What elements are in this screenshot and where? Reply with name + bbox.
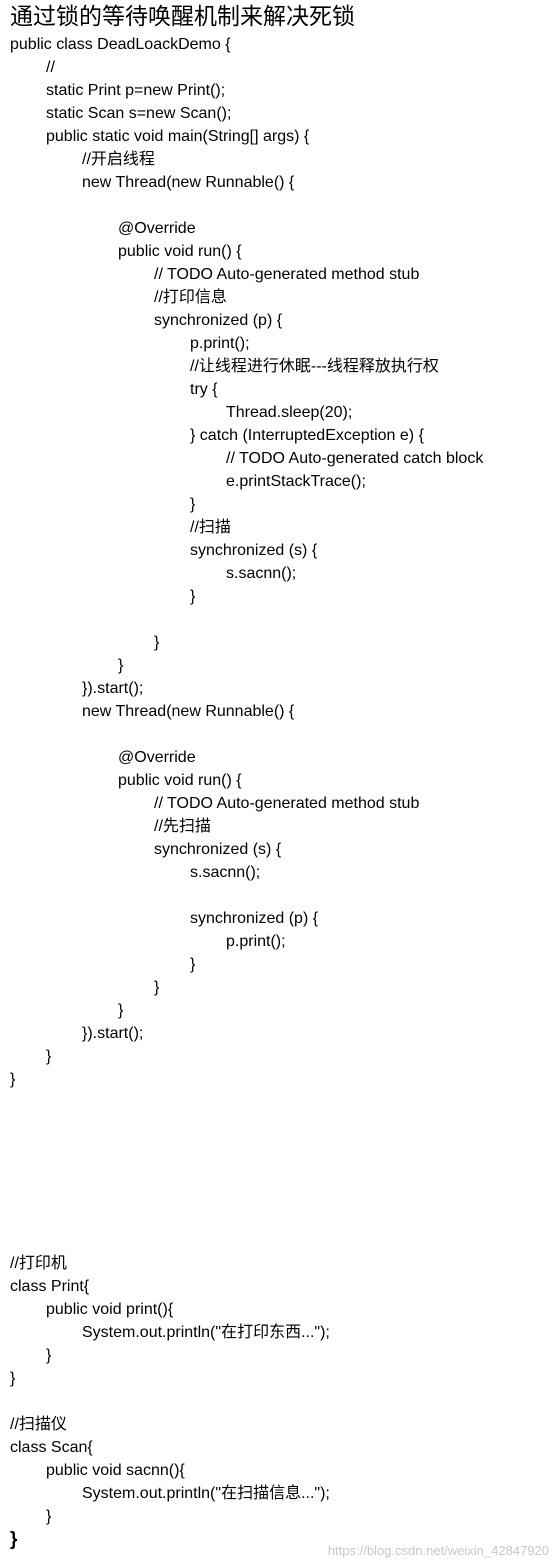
- code-block: public class DeadLoackDemo { // static Pri…: [10, 33, 550, 1551]
- code-line: //扫描: [190, 519, 231, 536]
- code-line: Thread.sleep(20);: [226, 404, 353, 421]
- code-line: [10, 1114, 550, 1137]
- code-line: //打印机: [10, 1255, 67, 1272]
- code-line: static Print p=new Print();: [46, 82, 226, 99]
- code-line: synchronized (p) {: [190, 910, 319, 927]
- code-line: [10, 1091, 550, 1114]
- code-line: //开启线程: [82, 151, 155, 168]
- code-line: [10, 1229, 550, 1252]
- code-line: [10, 884, 550, 907]
- watermark: https://blog.csdn.net/weixin_42847920: [327, 1543, 549, 1558]
- code-line: // TODO Auto-generated method stub: [154, 266, 420, 283]
- code-line: }: [190, 956, 196, 973]
- code-line: static Scan s=new Scan();: [46, 105, 232, 122]
- code-line: s.sacnn();: [226, 565, 297, 582]
- code-line: p.print();: [190, 335, 250, 352]
- code-line: }: [10, 1370, 16, 1387]
- code-line: new Thread(new Runnable() {: [82, 174, 295, 191]
- code-line: [10, 608, 550, 631]
- code-line: public void sacnn(){: [46, 1462, 185, 1479]
- code-line: [10, 1137, 550, 1160]
- code-line: public void print(){: [46, 1301, 174, 1318]
- code-line: public void run() {: [118, 243, 242, 260]
- code-line: // TODO Auto-generated method stub: [154, 795, 420, 812]
- code-line: [10, 1160, 550, 1183]
- code-line: }: [46, 1347, 52, 1364]
- code-line: [10, 1390, 550, 1413]
- code-line: class Scan{: [10, 1439, 93, 1456]
- code-line: }: [46, 1508, 52, 1525]
- code-line: //打印信息: [154, 289, 227, 306]
- code-line: //先扫描: [154, 818, 211, 835]
- code-line: synchronized (p) {: [154, 312, 283, 329]
- code-line: }: [118, 657, 124, 674]
- code-line: }: [154, 634, 160, 651]
- code-line: [10, 194, 550, 217]
- code-line: synchronized (s) {: [154, 841, 282, 858]
- page-title: 通过锁的等待唤醒机制来解决死锁: [10, 3, 355, 29]
- code-line: synchronized (s) {: [190, 542, 318, 559]
- code-line: System.out.println("在扫描信息...");: [82, 1485, 330, 1502]
- code-line: public class DeadLoackDemo {: [10, 36, 231, 53]
- code-line: //扫描仪: [10, 1416, 67, 1433]
- code-line: System.out.println("在打印东西...");: [82, 1324, 330, 1341]
- code-line: new Thread(new Runnable() {: [82, 703, 295, 720]
- code-line: //: [46, 59, 55, 76]
- code-line: [10, 1183, 550, 1206]
- code-line: s.sacnn();: [190, 864, 261, 881]
- code-line: public void run() {: [118, 772, 242, 789]
- code-line: p.print();: [226, 933, 286, 950]
- code-line: try {: [190, 381, 218, 398]
- code-line: [10, 723, 550, 746]
- code-line: @Override: [118, 749, 196, 766]
- code-line: }: [190, 588, 196, 605]
- code-line: }: [10, 1529, 18, 1550]
- code-line: public static void main(String[] args) {: [46, 128, 310, 145]
- code-line: @Override: [118, 220, 196, 237]
- code-line: }: [154, 979, 160, 996]
- code-line: }: [190, 496, 196, 513]
- code-line: }: [46, 1048, 52, 1065]
- code-line: //让线程进行休眠---线程释放执行权: [190, 358, 439, 375]
- code-line: class Print{: [10, 1278, 90, 1295]
- code-line: }: [10, 1071, 16, 1088]
- code-line: // TODO Auto-generated catch block: [226, 450, 484, 467]
- code-line: e.printStackTrace();: [226, 473, 366, 490]
- code-line: } catch (InterruptedException e) {: [190, 427, 424, 444]
- code-line: [10, 1206, 550, 1229]
- code-line: }).start();: [82, 1025, 144, 1042]
- code-line: }: [118, 1002, 124, 1019]
- code-line: }).start();: [82, 680, 144, 697]
